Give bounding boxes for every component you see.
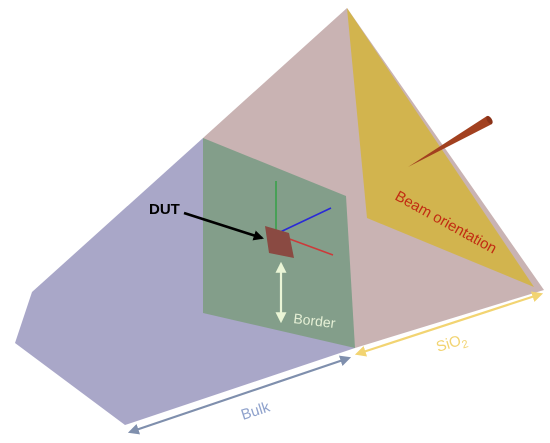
dut-pointer-arrow [183,211,264,241]
dut-block [265,226,294,258]
dut-label: DUT [149,201,180,218]
bulk-face [15,138,355,425]
sio2-label: SiO2 [434,330,470,358]
beam-cone [408,116,492,167]
axis-blue [275,207,332,235]
bulk-arrow [127,355,352,435]
beam-cone-base [486,115,493,125]
sio2-arrow [354,291,544,357]
bulk-label: Bulk [239,398,272,423]
border-label: Border [293,310,337,331]
